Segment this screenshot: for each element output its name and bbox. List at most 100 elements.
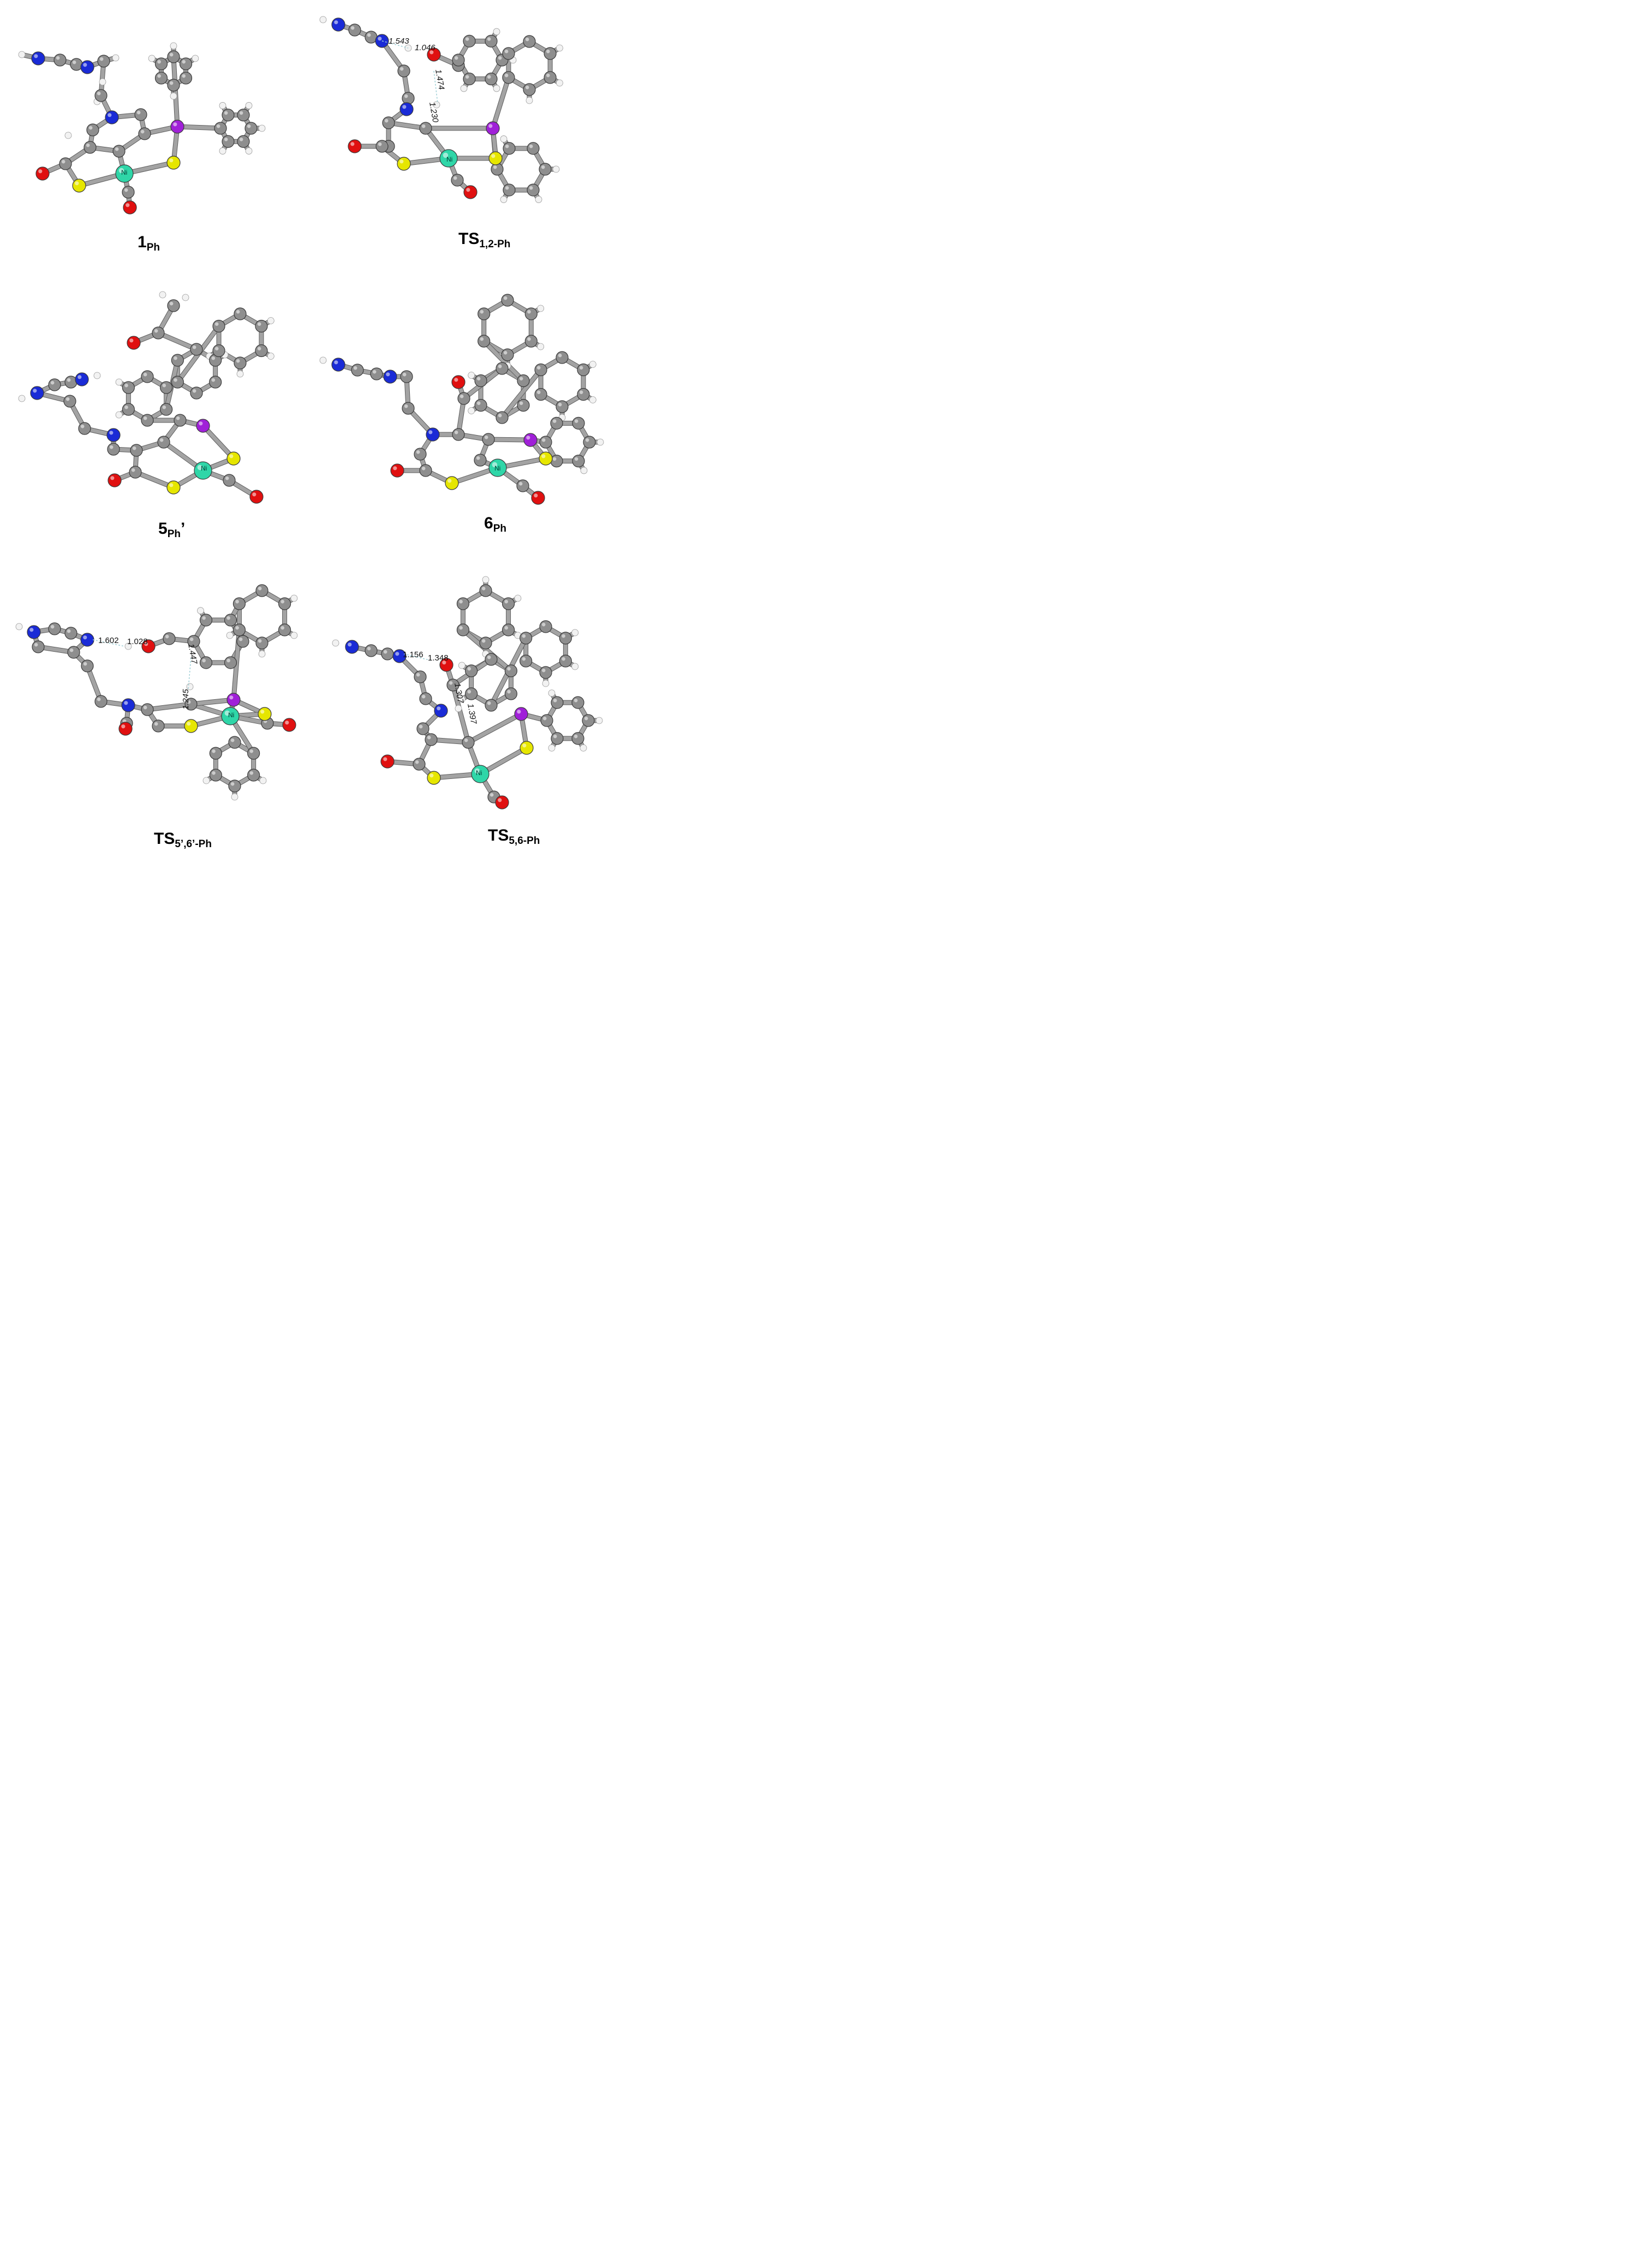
hydrogen-atom [458, 662, 466, 669]
carbon-atom [501, 294, 514, 307]
carbon-atom [152, 719, 165, 733]
atom-highlight [173, 122, 177, 127]
distance-label-1028: 1.028 [127, 637, 148, 646]
nitrogen-atom [80, 633, 94, 647]
caption-5-ph-prime-main: 5 [158, 520, 168, 538]
carbon-atom [397, 64, 410, 78]
oxygen-atom [451, 375, 466, 389]
hydrogen-atom [596, 438, 604, 446]
carbon-atom [556, 351, 569, 364]
hydrogen-atom [514, 594, 522, 602]
atom-highlight [484, 435, 488, 439]
hydrogen-atom [526, 97, 533, 104]
carbon-atom [520, 632, 533, 645]
structure-1-ph: Ni 1Ph [18, 42, 266, 253]
carbon-atom [544, 71, 557, 84]
carbon-atom [255, 344, 268, 358]
hydrogen-atom [537, 305, 545, 312]
hydrogen-atom [219, 102, 226, 109]
atom-highlight [536, 366, 541, 370]
atom-highlight [416, 450, 420, 454]
hydrogen-atom [202, 777, 210, 784]
sulfur-atom [166, 480, 181, 495]
carbon-atom [163, 632, 176, 645]
oxygen-atom [390, 463, 404, 478]
atom-highlight [143, 416, 147, 420]
distance-label-1307: 1.307 [452, 682, 465, 705]
sulfur-atom [184, 719, 198, 733]
oxygen-atom [348, 139, 362, 153]
atom-highlight [239, 138, 243, 141]
atom-highlight [224, 111, 228, 115]
atom-highlight [490, 793, 494, 797]
atom-highlight [202, 658, 206, 663]
atom-highlight [69, 648, 74, 652]
molecule-6-ph-atoms [319, 294, 604, 505]
atom-highlight [189, 637, 194, 641]
carbon-atom [236, 635, 249, 648]
hydrogen-atom [219, 147, 226, 154]
carbon-atom [559, 654, 572, 668]
carbon-atom [452, 53, 465, 67]
atom-highlight [429, 50, 434, 55]
atom-highlight [378, 142, 382, 146]
carbon-atom [419, 692, 432, 705]
atom-highlight [503, 296, 508, 300]
atom-highlight [124, 701, 128, 705]
hydrogen-atom [493, 28, 500, 35]
atom-highlight [72, 60, 76, 64]
atom-highlight [247, 124, 251, 128]
atom-highlight [187, 700, 191, 704]
caption-ts-1-2-ph: TS1,2-Ph [458, 230, 510, 250]
atom-highlight [29, 628, 34, 632]
atom-highlight [56, 56, 60, 60]
atom-highlight [285, 721, 289, 725]
hydrogen-atom [500, 135, 508, 142]
carbon-atom [67, 646, 80, 659]
structure-5-ph-prime: Ni 5Ph’ [18, 291, 275, 540]
atom-highlight [498, 364, 502, 368]
oxygen-atom [118, 722, 133, 736]
atom-highlight [230, 782, 235, 786]
carbon-atom [141, 414, 154, 427]
hydrogen-atom [159, 291, 166, 299]
atom-highlight [65, 397, 70, 401]
carbon-atom [516, 479, 529, 492]
carbon-atom [577, 363, 590, 377]
carbon-atom [527, 183, 540, 197]
hydrogen-atom [182, 294, 189, 301]
hydrogen-atom [455, 705, 462, 712]
carbon-atom [157, 436, 170, 449]
distance-label-1543: 1.543 [389, 37, 409, 46]
atom-highlight [464, 738, 468, 742]
carbon-atom [179, 72, 193, 85]
atom-highlight [552, 457, 557, 461]
carbon-atom [572, 455, 585, 468]
carbon-atom [382, 116, 395, 129]
carbon-atom [485, 73, 498, 86]
atom-highlight [522, 634, 526, 638]
atom-highlight [99, 57, 104, 61]
atom-highlight [238, 637, 243, 641]
carbon-atom [474, 398, 487, 412]
atom-highlight [353, 366, 357, 370]
atom-highlight [350, 26, 355, 30]
carbon-atom [244, 122, 258, 135]
atom-highlight [372, 370, 377, 374]
hydrogen-atom [124, 642, 132, 650]
carbon-atom [534, 388, 547, 401]
carbon-atom [452, 428, 465, 441]
hydrogen-atom [290, 594, 298, 602]
carbon-atom [419, 122, 432, 135]
distance-label-1602: 1.602 [98, 636, 119, 645]
carbon-atom [154, 72, 168, 85]
carbon-atom [78, 422, 91, 435]
atom-highlight [230, 738, 235, 742]
atom-highlight [67, 378, 71, 382]
carbon-atom [517, 374, 530, 388]
hydrogen-atom [535, 196, 542, 203]
hydrogen-atom [186, 683, 194, 690]
atom-highlight [118, 168, 124, 174]
bond [156, 331, 199, 352]
atom-highlight [541, 668, 546, 672]
